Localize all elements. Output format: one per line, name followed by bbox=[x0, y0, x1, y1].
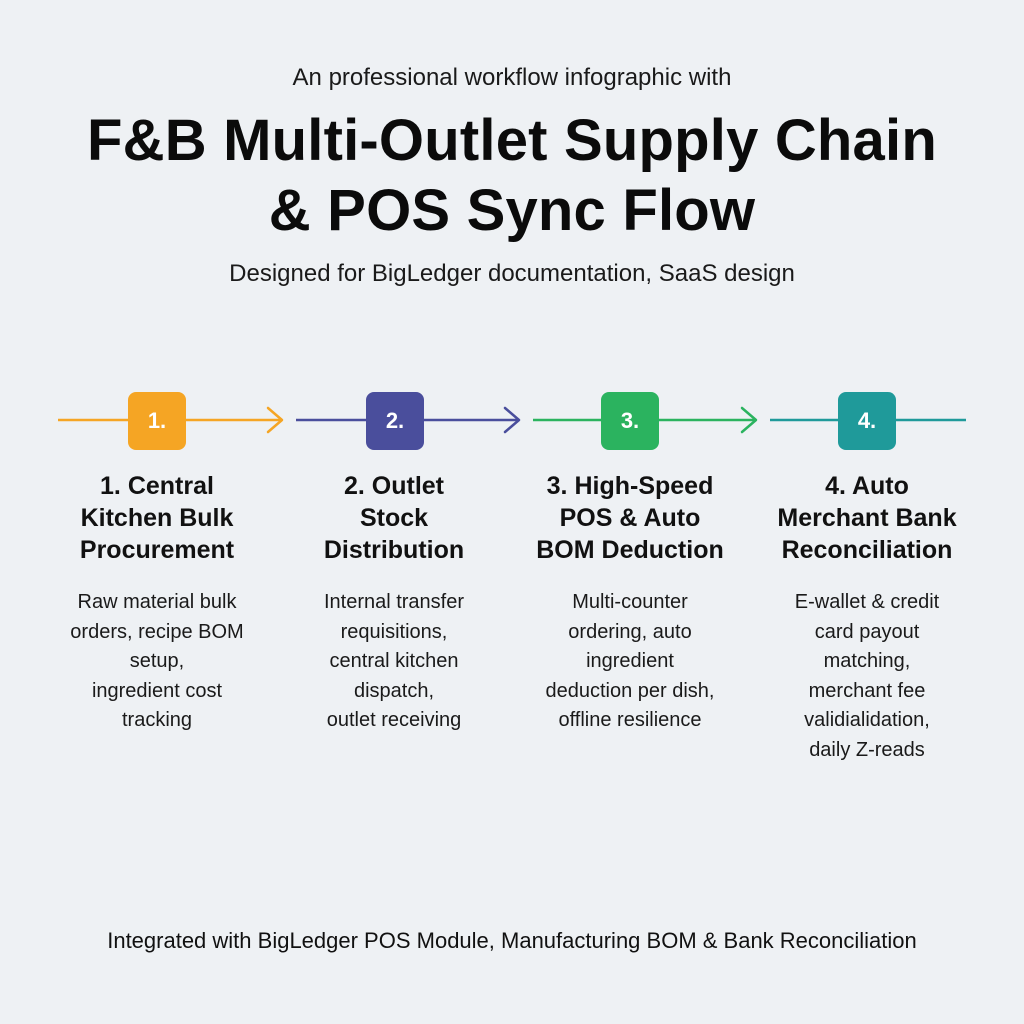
step-4-desc-line: matching, bbox=[823, 650, 911, 672]
step-2-desc-line: central kitchen bbox=[329, 650, 459, 672]
step-2-desc-line: dispatch, bbox=[353, 679, 435, 702]
step-4-description: E-wallet & credit card payout matching, … bbox=[754, 588, 980, 765]
step-2-description: Internal transfer requisitions, central … bbox=[281, 588, 507, 736]
pretitle: An professional workflow infographic wit… bbox=[292, 64, 732, 91]
arrow-2-icon bbox=[503, 406, 521, 434]
step-3-desc-line: deduction per dish, bbox=[545, 679, 715, 702]
workflow-timeline: 1. 2. 3. 4. bbox=[0, 380, 1024, 470]
step-1-title-line: 1. Central bbox=[100, 472, 214, 500]
subtitle: Designed for BigLedger documentation, Sa… bbox=[229, 260, 795, 287]
step-3-badge: 3. bbox=[601, 392, 659, 450]
arrow-3-icon bbox=[740, 406, 758, 434]
arrow-1-icon bbox=[266, 406, 284, 434]
step-2-title-line: Distribution bbox=[323, 536, 465, 564]
step-1-desc-line: setup, bbox=[129, 650, 185, 672]
title-line-2: & POS Sync Flow bbox=[268, 178, 756, 243]
step-1-badge: 1. bbox=[128, 392, 186, 450]
step-2-title: 2. Outlet Stock Distribution bbox=[281, 470, 507, 566]
step-2-desc-line: requisitions, bbox=[340, 620, 448, 643]
step-3-desc-line: ingredient bbox=[586, 650, 674, 672]
step-1-desc-line: tracking bbox=[121, 709, 193, 731]
step-2-desc-line: outlet receiving bbox=[326, 709, 462, 731]
step-4-title-line: Merchant Bank bbox=[777, 504, 957, 532]
step-3-desc-line: offline resilience bbox=[558, 709, 702, 731]
step-2-title-line: Stock bbox=[359, 504, 429, 532]
step-1-desc-line: Raw material bulk bbox=[77, 591, 237, 613]
step-1-desc-line: ingredient cost bbox=[91, 679, 223, 702]
step-4-badge: 4. bbox=[838, 392, 896, 450]
step-1-title-line: Procurement bbox=[79, 536, 235, 564]
footer-note: Integrated with BigLedger POS Module, Ma… bbox=[107, 928, 917, 953]
step-2-desc-line: Internal transfer bbox=[323, 591, 465, 613]
step-3-title-line: BOM Deduction bbox=[536, 536, 724, 564]
step-4-desc-line: daily Z-reads bbox=[809, 738, 925, 761]
step-2-badge: 2. bbox=[366, 392, 424, 450]
step-3-desc-line: ordering, auto bbox=[568, 620, 692, 643]
step-3-description: Multi-counter ordering, auto ingredient … bbox=[517, 588, 743, 736]
step-4-title: 4. Auto Merchant Bank Reconciliation bbox=[754, 470, 980, 566]
title-line-1: F&B Multi-Outlet Supply Chain bbox=[87, 108, 937, 173]
step-1-title: 1. Central Kitchen Bulk Procurement bbox=[44, 470, 270, 566]
step-4-desc-line: card payout bbox=[814, 620, 920, 643]
step-3-title-line: 3. High-Speed bbox=[546, 472, 714, 500]
step-4-desc-line: validialidation, bbox=[804, 709, 930, 731]
step-3-title: 3. High-Speed POS & Auto BOM Deduction bbox=[517, 470, 743, 566]
step-3-title-line: POS & Auto bbox=[559, 504, 701, 532]
step-1-desc-line: orders, recipe BOM bbox=[70, 620, 244, 643]
step-4-desc-line: merchant fee bbox=[808, 679, 926, 702]
page-title: F&B Multi-Outlet Supply Chain & POS Sync… bbox=[0, 106, 1024, 246]
step-2-title-line: 2. Outlet bbox=[343, 472, 444, 500]
step-4-title-line: 4. Auto bbox=[825, 472, 909, 500]
step-1-description: Raw material bulk orders, recipe BOM set… bbox=[44, 588, 270, 736]
step-4-title-line: Reconciliation bbox=[781, 536, 953, 564]
step-4-desc-line: E-wallet & credit bbox=[794, 591, 940, 613]
step-1-title-line: Kitchen Bulk bbox=[80, 504, 234, 532]
step-3-desc-line: Multi-counter bbox=[572, 591, 688, 613]
